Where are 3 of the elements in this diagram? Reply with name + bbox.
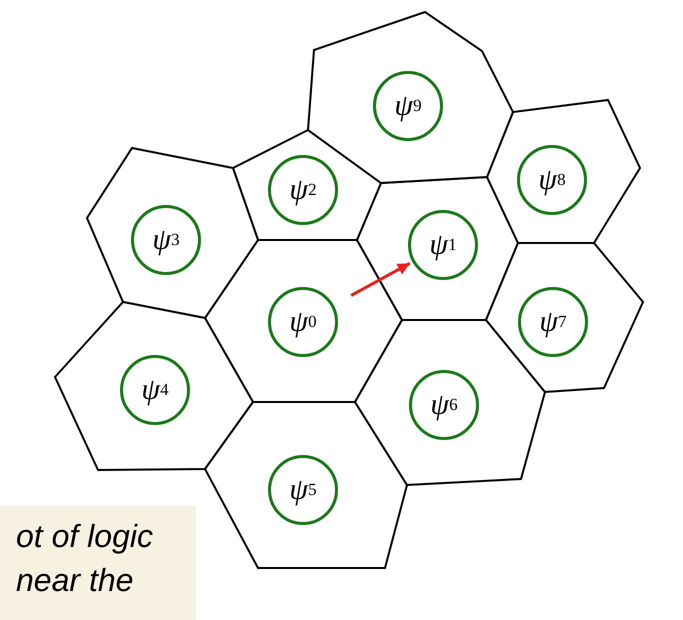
note-text: ot of logic: [16, 517, 154, 556]
note-text: near the: [16, 561, 134, 600]
arrow: [350, 262, 410, 297]
